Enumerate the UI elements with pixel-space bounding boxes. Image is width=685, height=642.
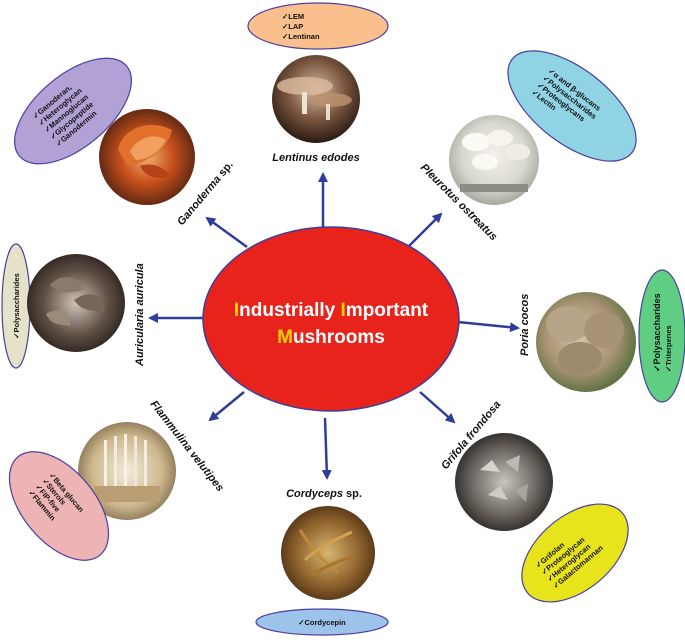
photo-poria [536, 292, 636, 392]
compound-item: ✓LAP [282, 22, 303, 31]
center-node: Industrially Important Mushrooms [203, 227, 459, 411]
node-grifola: ✓Grifolan ✓Proteoglycan ✓Heteroglycan ✓G… [439, 399, 646, 622]
center-title-line2: Mushrooms [277, 327, 385, 348]
node-auricularia: ✓Polysaccharides Auricularia auricula [2, 244, 146, 368]
label-cordyceps-name: Cordyceps [286, 488, 343, 500]
photo-ganoderma [99, 109, 195, 205]
photo-lentinus [272, 55, 360, 143]
node-lentinus: ✓LEM ✓LAP ✓Lentinan Lentinus edodes [248, 3, 388, 164]
compound-oval-lentinus [248, 3, 388, 49]
label-poria: Poria cocos [519, 294, 531, 356]
photo-pleurotus [449, 115, 539, 205]
arrow-poria [458, 322, 518, 328]
arrow-ganoderma [207, 218, 247, 247]
line2-segment: M [277, 327, 293, 348]
photo-grifola [455, 433, 553, 531]
label-auricularia: Auricularia auricula [134, 263, 146, 367]
node-poria: ✓Polysaccharides ✓Triterpenes Poria coco… [519, 270, 685, 402]
line1-segment: mportant [346, 300, 429, 321]
node-ganoderma: ✓Ganoderan, ✓Heteroglycan ✓Mannoglucan ✓… [0, 38, 236, 228]
line2-segment: ushrooms [293, 327, 385, 348]
arrow-pleurotus [404, 214, 441, 251]
label-lentinus: Lentinus edodes [272, 152, 359, 164]
compound-item: ✓Triterpenes [664, 325, 673, 372]
arrow-grifola [420, 392, 454, 422]
compound-item: ✓Polysaccharides [12, 273, 21, 339]
node-flammulina: Flammulina velutipes ✓Beta glucan ✓Stero… [0, 398, 226, 578]
node-cordyceps: Cordyceps sp. ✓Cordycepin [256, 488, 388, 635]
arrow-flammulina [210, 392, 244, 420]
label-cordyceps: Cordyceps sp. [286, 488, 362, 500]
compound-item: ✓Lentinan [282, 32, 320, 41]
line1-segment: ndustrially [239, 300, 340, 321]
compound-item: ✓LEM [282, 12, 304, 21]
arrow-cordyceps [325, 418, 327, 478]
photo-cordyceps [281, 506, 375, 600]
photo-auricularia [27, 254, 125, 352]
compound-oval-poria [639, 270, 685, 402]
center-title-line1: Industrially Important [234, 300, 429, 321]
label-cordyceps-suffix: sp. [343, 488, 362, 500]
compound-item: ✓Cordycepin [298, 618, 346, 627]
node-pleurotus: ✓α and β-glucans ✓Polysaccharides ✓Prote… [418, 30, 655, 243]
compound-item: ✓Polysaccharides [652, 293, 662, 372]
